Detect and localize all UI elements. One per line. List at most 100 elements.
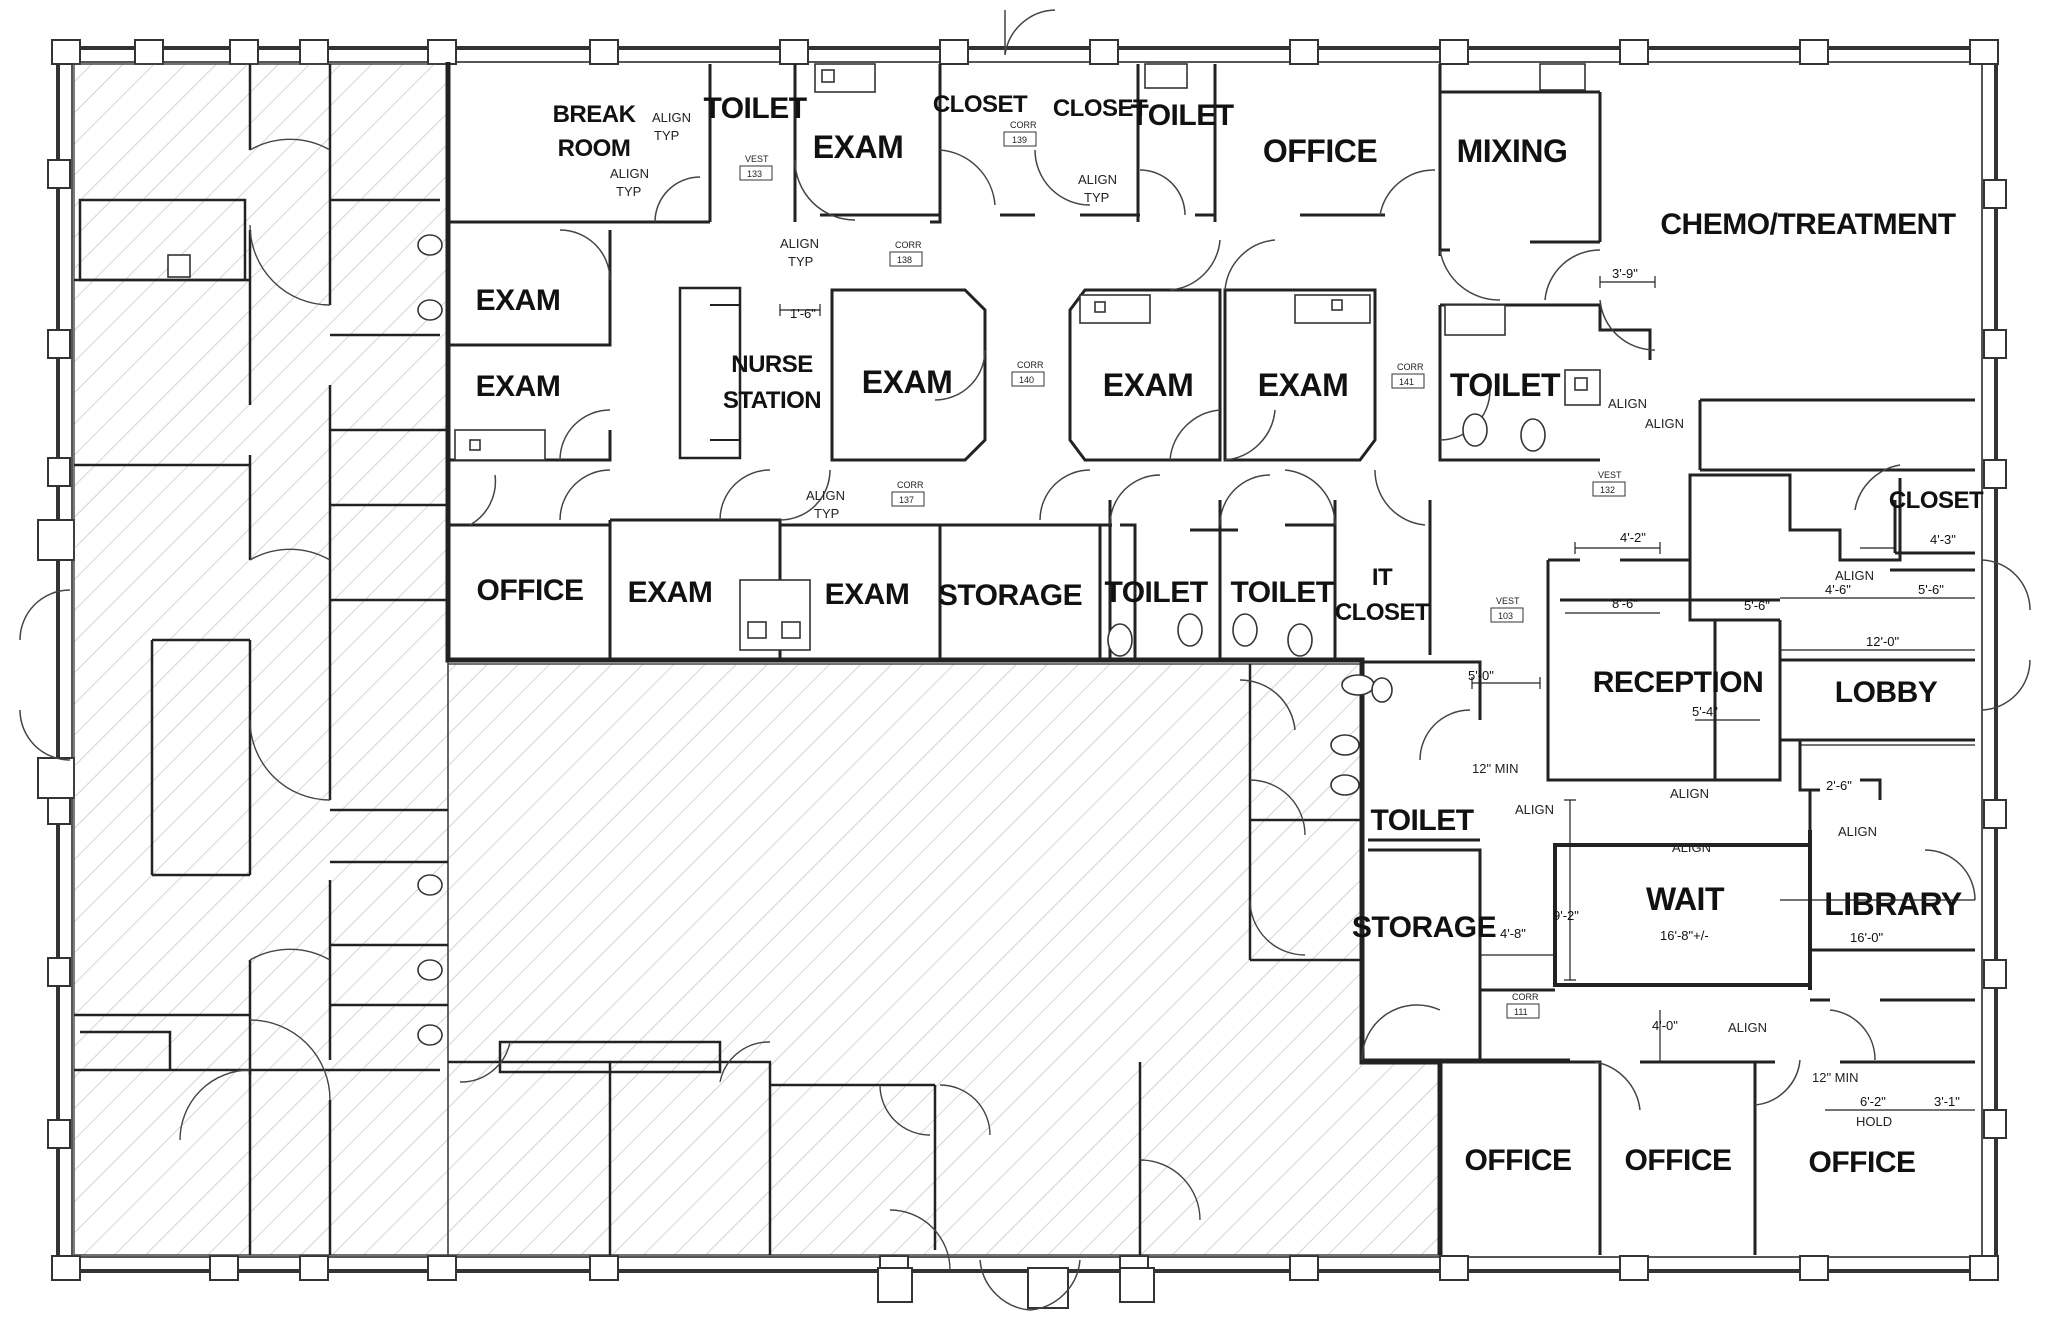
tag-corr-141: CORR 141 [1391,362,1425,389]
align-note: ALIGN [1078,172,1117,187]
dimension-label: 8'-6" [1612,596,1638,611]
toilet-label-2: TOILET [1130,99,1233,132]
lobby-label: LOBBY [1835,676,1938,709]
tag-line: VEST [745,154,769,164]
tag-corr-137: CORR 137 [891,480,925,507]
nurse-station-label-line2: STATION [723,387,821,414]
room-labels: BREAK ROOM TOILET EXAM CLOSET CLOSET TOI… [476,91,1985,1179]
tag-line: 132 [1600,485,1615,495]
it-closet-label-line2: CLOSET [1335,599,1430,626]
toilet-label-3: TOILET [1450,367,1561,403]
dimension-label: 4'-6" [1825,582,1851,597]
mixing-label: MIXING [1457,133,1568,169]
min-note: 12" MIN [1812,1070,1859,1085]
tag-line: 133 [747,169,762,179]
tag-line: CORR [1010,120,1037,130]
chemo-treatment-label: CHEMO/TREATMENT [1660,208,1955,241]
align-note: ALIGN [1515,802,1554,817]
align-note: ALIGN [652,110,691,125]
dimension-label: 5'-0" [1468,668,1494,683]
nurse-station-label-line1: NURSE [731,351,813,378]
closet-label-3: CLOSET [1889,487,1984,514]
align-note: ALIGN [1728,1020,1767,1035]
tag-line: 138 [897,255,912,265]
exam-label-8: EXAM [825,578,910,611]
break-room-label-line2: ROOM [558,135,631,162]
dimension-label: 3'-9" [1612,266,1638,281]
reception-label: RECEPTION [1593,666,1764,699]
tag-corr-138: CORR 138 [889,240,923,267]
office-label-3: OFFICE [1465,1144,1572,1177]
tag-line: VEST [1496,596,1520,606]
align-note: ALIGN [780,236,819,251]
align-note: ALIGN [1835,568,1874,583]
tag-line: CORR [1397,362,1424,372]
dimension-label: 3'-1" [1934,1094,1960,1109]
dimension-label: 2'-6" [1826,778,1852,793]
typ-note: TYP [814,506,839,521]
typ-note: TYP [788,254,813,269]
tag-line: 140 [1019,375,1034,385]
tag-line: VEST [1598,470,1622,480]
tag-corr-139: CORR 139 [1003,120,1037,147]
hold-note: HOLD [1856,1114,1892,1129]
office-label-1: OFFICE [1263,133,1377,169]
office-label-2: OFFICE [477,574,584,607]
tag-line: CORR [1017,360,1044,370]
typ-note: TYP [1084,190,1109,205]
exam-label-3: EXAM [476,370,561,403]
toilet-label-1: TOILET [703,92,806,125]
building-shell [19,9,2031,1311]
closet-label-1: CLOSET [933,91,1028,118]
fixtures [167,63,1601,1046]
hatched-areas [73,63,1441,1271]
dimension-label: 1'-6" [790,306,816,321]
closet-label-2: CLOSET [1053,95,1148,122]
break-room-label-line1: BREAK [553,101,637,128]
tag-line: CORR [1512,992,1539,1002]
dimension-label: 12'-0" [1866,634,1900,649]
align-note: ALIGN [1838,824,1877,839]
toilet-label-6: TOILET [1370,804,1473,837]
tag-corr-111: CORR 111 [1506,992,1540,1019]
align-note: ALIGN [1670,786,1709,801]
dimension-label: 16'-8"+/- [1660,928,1709,943]
align-note: ALIGN [806,488,845,503]
it-closet-label-line1: IT [1372,564,1393,591]
tag-vest-103: VEST 103 [1490,596,1524,623]
dimension-label: 4'-8" [1500,926,1526,941]
align-notes: ALIGN TYP ALIGN TYP ALIGN TYP ALIGN TYP … [610,110,1892,1129]
dimension-label: 5'-4" [1692,704,1718,719]
dimension-label: 5'-6" [1918,582,1944,597]
toilet-label-4: TOILET [1104,576,1207,609]
typ-note: TYP [654,128,679,143]
dimension-label: 6'-2" [1860,1094,1886,1109]
dimension-labels: 3'-9" 1'-6" 4'-2" 4'-3" 4'-6" 5'-6" 12'-… [790,266,1960,1109]
min-note: 12" MIN [1472,761,1519,776]
dimension-label: 4'-0" [1652,1018,1678,1033]
tag-line: 137 [899,495,914,505]
dimension-label: 9'-2" [1553,908,1579,923]
tag-vest-132: VEST 132 [1592,470,1626,497]
align-note: ALIGN [1672,840,1711,855]
library-label: LIBRARY [1824,886,1962,922]
tag-vest-133: VEST 133 [739,154,773,181]
align-note: ALIGN [610,166,649,181]
tag-line: CORR [897,480,924,490]
dimension-label: 4'-3" [1930,532,1956,547]
toilet-label-5: TOILET [1230,576,1333,609]
exam-label-2: EXAM [476,284,561,317]
tag-corr-140: CORR 140 [1011,360,1045,387]
dimension-label: 5'-6" [1744,598,1770,613]
office-label-5: OFFICE [1809,1146,1916,1179]
tag-line: 141 [1399,377,1414,387]
office-label-4: OFFICE [1625,1144,1732,1177]
wait-label: WAIT [1646,881,1725,917]
exam-label-5: EXAM [1103,367,1193,403]
exam-label-7: EXAM [628,576,713,609]
storage-label-1: STORAGE [938,579,1082,612]
dimension-label: 4'-2" [1620,530,1646,545]
exam-label-6: EXAM [1258,367,1348,403]
dimension-label: 16'-0" [1850,930,1884,945]
exam-label-4: EXAM [862,364,952,400]
